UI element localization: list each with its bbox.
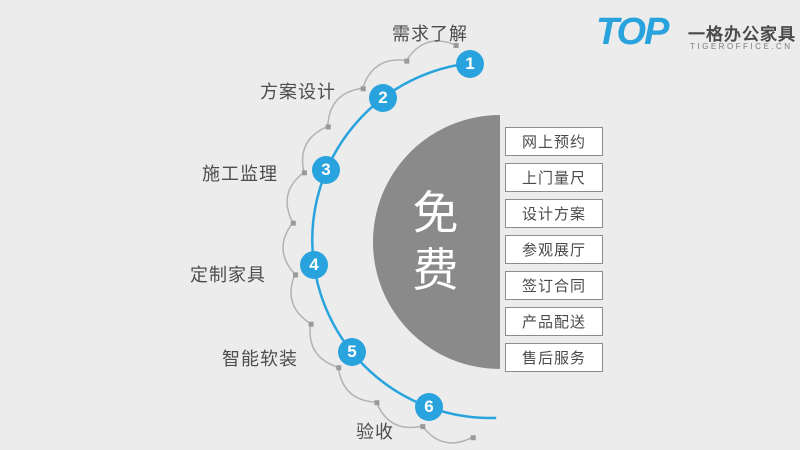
service-item-design-plan: 设计方案 [505, 199, 603, 228]
service-item-home-measure: 上门量尺 [505, 163, 603, 192]
logo-mark: TOP [596, 11, 669, 53]
step-marker-3: 3 [312, 156, 340, 184]
service-item-online-booking: 网上预约 [505, 127, 603, 156]
step-marker-4: 4 [300, 251, 328, 279]
scallop-line [282, 40, 474, 444]
service-item-product-delivery: 产品配送 [505, 307, 603, 336]
step-label-construction-supervision: 施工监理 [202, 164, 278, 184]
step-marker-6: 6 [415, 393, 443, 421]
step-marker-2: 2 [369, 84, 397, 112]
step-label-requirements: 需求了解 [392, 24, 468, 44]
step-label-custom-furniture: 定制家具 [190, 265, 266, 285]
step-label-acceptance: 验收 [356, 422, 394, 442]
free-label: 免费 [412, 186, 461, 297]
service-item-after-sales: 售后服务 [505, 343, 603, 372]
brand-logo: TOP 一格办公家具 TIGEROFFICE.CN [596, 10, 795, 58]
logo-company-name: 一格办公家具 [688, 25, 796, 44]
service-item-sign-contract: 签订合同 [505, 271, 603, 300]
free-services-list: 网上预约 上门量尺 设计方案 参观展厅 签订合同 产品配送 售后服务 [505, 127, 603, 372]
logo-url: TIGEROFFICE.CN [690, 42, 793, 51]
scallop-node-squares [290, 43, 476, 441]
step-marker-5: 5 [338, 338, 366, 366]
step-marker-1: 1 [456, 50, 484, 78]
step-label-plan-design: 方案设计 [260, 82, 336, 102]
step-label-smart-decor: 智能软装 [222, 349, 298, 369]
progress-arc [311, 61, 497, 420]
service-item-showroom-visit: 参观展厅 [505, 235, 603, 264]
